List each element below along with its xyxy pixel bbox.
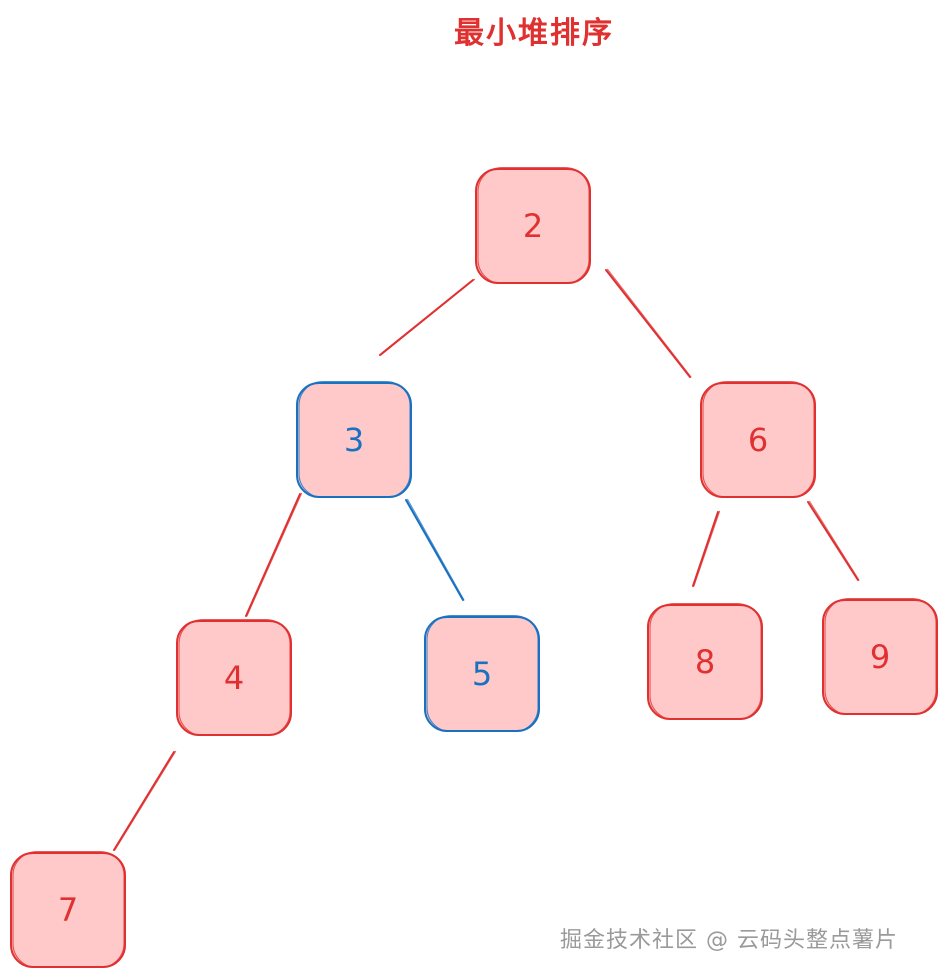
node-box-sketch: [426, 614, 539, 733]
edges-layer: [113, 268, 860, 851]
edge-n3-n4-sketch: [246, 492, 303, 617]
watermark: 掘金技术社区 @ 云码头整点薯片: [560, 928, 898, 953]
edge-n2-n6: [605, 269, 691, 378]
edge-n3-n5: [405, 499, 464, 601]
edge-n6-n8: [692, 511, 719, 587]
heap-node-2: 2: [475, 166, 591, 285]
heap-node-8: 8: [647, 602, 763, 721]
heap-node-6: 6: [700, 380, 816, 499]
node-label: 9: [870, 638, 890, 676]
edge-n6-n8-sketch: [693, 510, 721, 587]
node-label: 7: [58, 891, 78, 929]
heap-node-4: 4: [176, 618, 292, 737]
node-label: 3: [344, 421, 364, 459]
edge-n4-n7: [113, 751, 175, 851]
edge-n3-n5-sketch: [407, 498, 465, 601]
node-box-sketch: [477, 166, 590, 285]
node-box-sketch: [298, 380, 411, 499]
node-box-sketch: [178, 618, 291, 737]
heap-node-7: 7: [10, 850, 126, 969]
node-box-sketch: [702, 380, 815, 499]
edge-n2-n6-sketch: [607, 268, 692, 378]
node-box-sketch: [649, 602, 762, 721]
edge-n2-n3-sketch: [380, 278, 476, 356]
heap-node-5: 5: [424, 614, 540, 733]
node-label: 8: [695, 643, 715, 681]
edge-n6-n9: [807, 501, 859, 581]
edge-n4-n7-sketch: [114, 750, 177, 851]
node-box-sketch: [12, 850, 125, 969]
node-label: 4: [224, 659, 244, 697]
node-box-sketch: [824, 597, 937, 716]
edge-n3-n4: [245, 493, 301, 617]
node-label: 2: [523, 207, 543, 245]
node-label: 5: [472, 655, 492, 693]
diagram-title: 最小堆排序: [454, 16, 614, 51]
edge-n6-n9-sketch: [809, 500, 860, 581]
heap-node-9: 9: [822, 597, 938, 716]
heap-node-3: 3: [296, 380, 412, 499]
node-label: 6: [748, 421, 768, 459]
nodes-layer: 2 3 6 4 5 8 9 7: [10, 166, 938, 969]
